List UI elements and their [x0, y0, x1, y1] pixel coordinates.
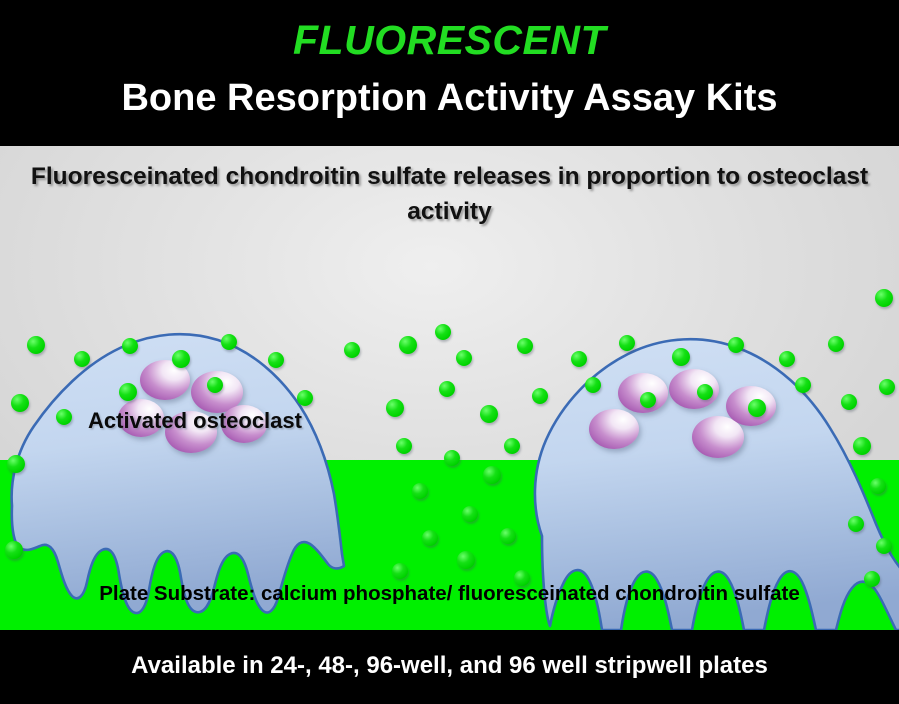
fluorescein-particle	[399, 336, 417, 354]
fluorescein-particle	[268, 352, 284, 368]
fluorescein-particle	[344, 342, 360, 358]
fluorescein-particle	[619, 335, 635, 351]
fluorescein-particle	[870, 478, 886, 494]
fluorescein-particle	[697, 384, 713, 400]
nucleus	[165, 411, 217, 453]
osteoclast-body-left	[10, 332, 346, 615]
activated-osteoclast-right	[533, 337, 899, 630]
fluorescein-particle	[848, 516, 864, 532]
plate-substrate-label: Plate Substrate: calcium phosphate/ fluo…	[99, 582, 800, 605]
fluorescein-particle	[841, 394, 857, 410]
fluorescein-particle	[483, 466, 501, 484]
fluorescein-particle	[396, 438, 412, 454]
fluorescein-particle	[439, 381, 455, 397]
fluorescein-particle	[456, 350, 472, 366]
fluorescein-particle	[5, 541, 23, 559]
fluorescein-particle	[435, 324, 451, 340]
fluorescein-particle	[297, 390, 313, 406]
fluorescein-particle	[462, 506, 478, 522]
fluorescein-particle	[504, 438, 520, 454]
fluorescein-particle	[207, 377, 223, 393]
fluorescein-particle	[422, 530, 438, 546]
fluorescein-particle	[795, 377, 811, 393]
fluorescein-particle	[728, 337, 744, 353]
fluorescein-particle	[876, 538, 892, 554]
activated-osteoclast-label: Activated osteoclast	[88, 408, 302, 433]
nucleus	[140, 360, 190, 400]
page-title: Bone Resorption Activity Assay Kits	[121, 77, 778, 119]
header-band: FLUORESCENT Bone Resorption Activity Ass…	[0, 0, 899, 146]
fluorescein-particle	[514, 570, 530, 586]
fluorescein-particle	[221, 334, 237, 350]
fluorescein-particle	[517, 338, 533, 354]
fluorescein-particle	[122, 338, 138, 354]
nucleus	[221, 405, 267, 443]
nucleus	[589, 409, 639, 449]
fluorescein-particle	[672, 348, 690, 366]
nucleus	[118, 399, 164, 437]
fluorescein-particle	[640, 392, 656, 408]
fluorescein-particle	[444, 450, 460, 466]
fluorescein-particle	[27, 336, 45, 354]
fluorescein-particle	[853, 437, 871, 455]
fluorescein-particle	[392, 563, 408, 579]
fluorescein-particle	[119, 383, 137, 401]
fluorescein-particle	[828, 336, 844, 352]
fluorescein-particle	[386, 399, 404, 417]
fluorescein-particle	[571, 351, 587, 367]
fluorescein-particle	[172, 350, 190, 368]
fluorescein-particle	[585, 377, 601, 393]
nuclei-group-left	[118, 360, 267, 453]
footer-band: Available in 24-, 48-, 96-well, and 96 w…	[0, 630, 899, 704]
fluorescein-particle	[500, 528, 516, 544]
fluorescein-particle	[532, 388, 548, 404]
fluorescein-particle	[7, 455, 25, 473]
assay-stage: Fluoresceinated chondroitin sulfate rele…	[0, 146, 899, 630]
fluorescein-particle	[74, 351, 90, 367]
activated-osteoclast-left	[10, 332, 346, 615]
footer-availability-text: Available in 24-, 48-, 96-well, and 96 w…	[131, 652, 768, 679]
fluorescein-particle	[779, 351, 795, 367]
nucleus	[692, 416, 744, 458]
fluorescein-particle	[11, 394, 29, 412]
fluorescein-particle	[748, 399, 766, 417]
fluorescein-particle	[56, 409, 72, 425]
fluorescein-particle	[457, 551, 475, 569]
subtitle-text: Fluoresceinated chondroitin sulfate rele…	[30, 163, 869, 225]
fluorescein-particle	[879, 379, 895, 395]
fluorescein-particle	[412, 483, 428, 499]
eyebrow-title: FLUORESCENT	[293, 17, 606, 63]
fluorescein-particle	[864, 571, 880, 587]
fluorescein-particle	[480, 405, 498, 423]
fluorescein-particle	[875, 289, 893, 307]
